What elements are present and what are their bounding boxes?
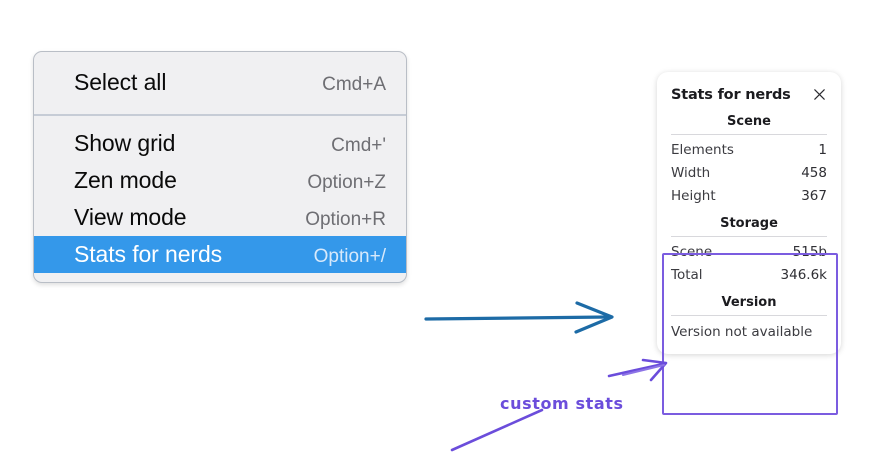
section-divider <box>671 315 827 316</box>
section-divider <box>671 134 827 135</box>
menu-item-label: Stats for nerds <box>74 241 223 267</box>
close-icon[interactable] <box>811 86 828 103</box>
stat-row-storage-total: Total 346.6k <box>671 263 827 286</box>
flow-arrow-icon <box>424 301 614 334</box>
panel-header: Stats for nerds <box>657 82 841 105</box>
stat-label: Height <box>671 187 716 204</box>
menu-item-label: View mode <box>74 204 187 230</box>
menu-item-stats-for-nerds[interactable]: Stats for nerds Option+/ <box>34 236 406 273</box>
menu-item-label: Zen mode <box>74 167 177 193</box>
menu-item-show-grid[interactable]: Show grid Cmd+' <box>34 125 406 162</box>
section-divider <box>671 236 827 237</box>
stat-value: 458 <box>801 164 827 181</box>
menu-item-zen-mode[interactable]: Zen mode Option+Z <box>34 162 406 199</box>
menu-item-select-all[interactable]: Select all Cmd+A <box>34 64 406 101</box>
panel-title: Stats for nerds <box>671 86 791 103</box>
menu-item-view-mode[interactable]: View mode Option+R <box>34 199 406 236</box>
panel-body: Scene Elements 1 Width 458 Height 367 St… <box>657 105 841 342</box>
stat-value: 367 <box>801 187 827 204</box>
context-menu[interactable]: Select all Cmd+A Show grid Cmd+' Zen mod… <box>33 51 407 283</box>
menu-group-2: Show grid Cmd+' Zen mode Option+Z View m… <box>34 114 406 282</box>
callout-label: custom stats <box>500 394 624 413</box>
menu-item-label: Select all <box>74 69 167 95</box>
stats-for-nerds-panel[interactable]: Stats for nerds Scene Elements 1 Width 4… <box>657 72 841 354</box>
menu-item-shortcut: Cmd+' <box>331 135 386 156</box>
menu-item-shortcut: Option+Z <box>307 172 386 193</box>
stat-row-storage-scene: Scene 515b <box>671 240 827 263</box>
stat-value: 1 <box>818 141 827 158</box>
version-note: Version not available <box>671 324 813 340</box>
stat-row-width: Width 458 <box>671 161 827 184</box>
menu-item-shortcut: Cmd+A <box>322 74 386 95</box>
section-title-storage: Storage <box>720 216 778 231</box>
stat-value: 515b <box>792 243 827 260</box>
callout-arrow-icon <box>450 358 668 452</box>
section-title-scene: Scene <box>727 114 771 129</box>
stat-label: Scene <box>671 243 713 260</box>
stat-label: Total <box>671 266 703 283</box>
section-title-version: Version <box>721 295 777 310</box>
menu-item-shortcut: Option+R <box>305 209 386 230</box>
stat-label: Width <box>671 164 711 181</box>
stat-row-elements: Elements 1 <box>671 138 827 161</box>
menu-group-1: Select all Cmd+A <box>34 52 406 114</box>
stat-row-height: Height 367 <box>671 184 827 207</box>
stat-value: 346.6k <box>780 266 827 283</box>
menu-item-label: Show grid <box>74 130 176 156</box>
stat-label: Elements <box>671 141 734 158</box>
menu-item-shortcut: Option+/ <box>313 246 386 267</box>
